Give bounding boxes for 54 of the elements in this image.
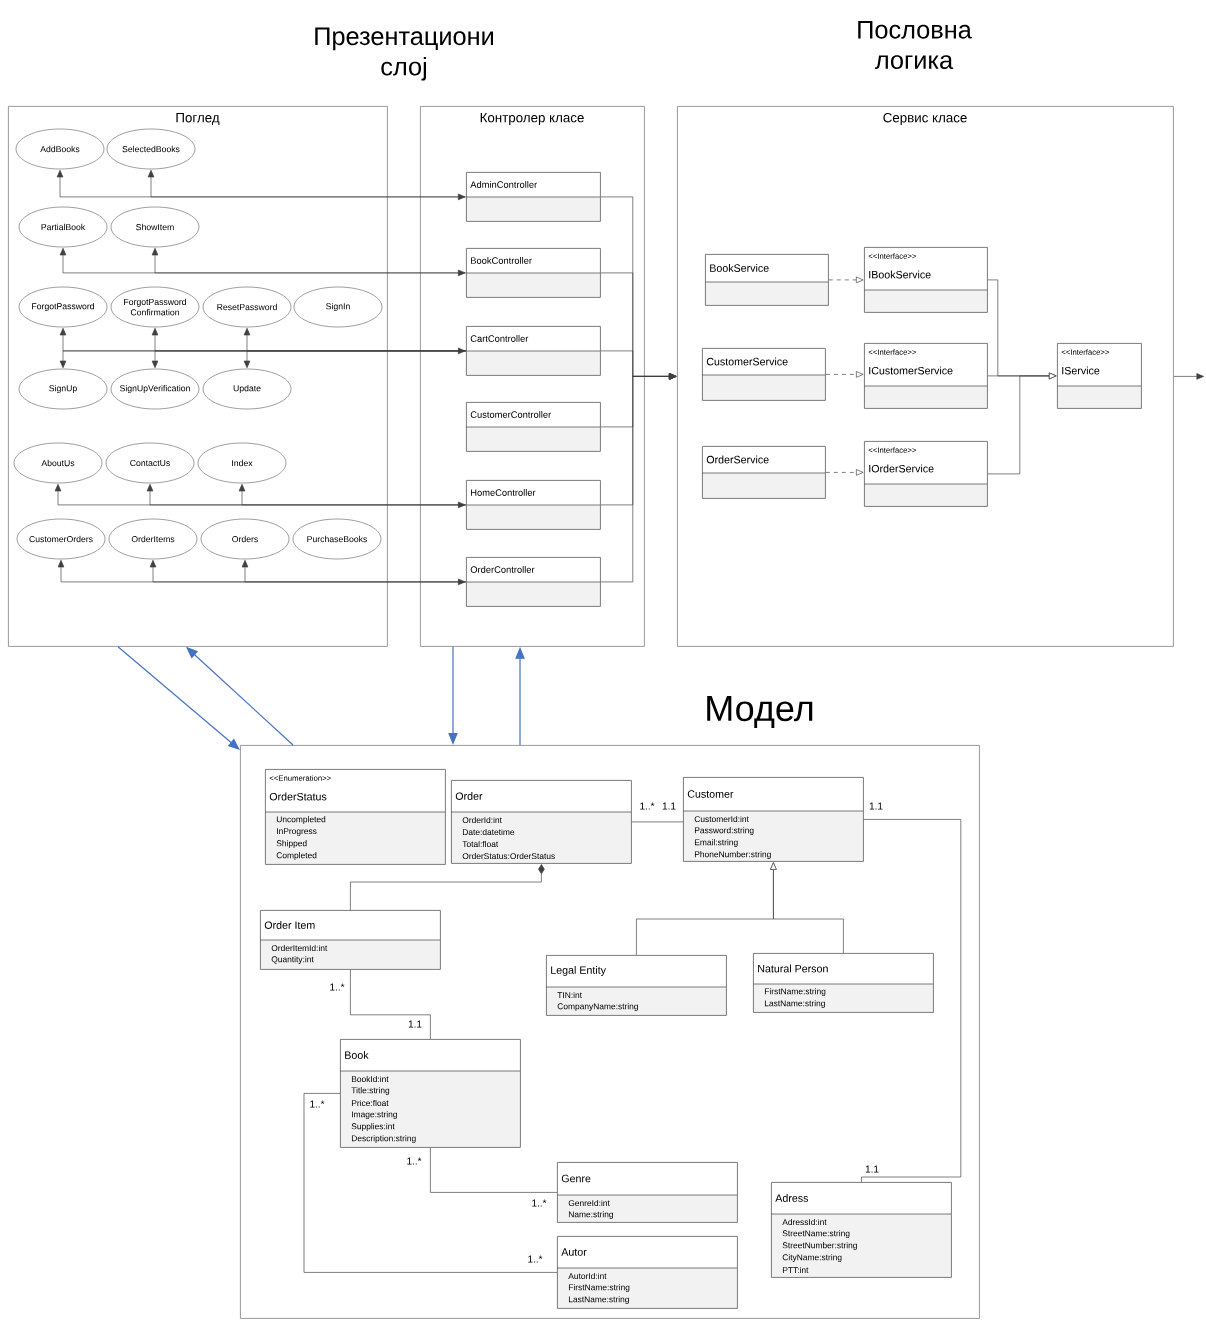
arrow — [243, 350, 467, 369]
multiplicity-label: 1..* — [532, 1199, 547, 1207]
class-box: OrderService — [701, 446, 826, 499]
multiplicity-label: 1..* — [640, 802, 655, 810]
arrow — [241, 559, 467, 583]
class-box: CustomerService — [701, 348, 826, 401]
arrow — [828, 276, 864, 284]
class-box: Genre GenreId:int Name:string — [556, 1162, 738, 1223]
arrow — [147, 169, 467, 198]
multiplicity-label: 1..* — [407, 1157, 422, 1165]
arrow — [59, 327, 466, 355]
arrow — [825, 371, 864, 378]
class-box: AdminController — [465, 172, 601, 222]
arrow — [1173, 373, 1204, 380]
node-label: Модел — [707, 696, 813, 728]
composition-connector — [350, 864, 545, 911]
class-box: Order Item OrderItemId:int Quantity:int — [259, 910, 441, 970]
heading: Презентациони слој — [315, 27, 493, 81]
heading: Пословна логика — [858, 20, 972, 70]
arrow — [151, 247, 467, 274]
multiplicity-label: 1.1 — [869, 802, 883, 810]
arrow — [238, 483, 467, 506]
class-box: CustomerController — [465, 402, 601, 452]
arrow — [54, 483, 466, 509]
arrow — [57, 559, 466, 586]
class-box: Book BookId:int Title:string Price:float Image:string Supplies:int Description:string — [339, 1039, 521, 1148]
class-box: Customer CustomerId:int Password:string Email:string PhoneNumber:string — [682, 777, 864, 862]
connector — [303, 1093, 558, 1273]
class-box: HomeController — [465, 480, 601, 530]
class-box: Natural Person FirstName:string LastName:string — [752, 953, 934, 1013]
connector — [861, 819, 962, 1183]
arrow — [770, 862, 844, 954]
class-box: OrderController — [465, 557, 601, 607]
multiplicity-label: 1.1 — [408, 1020, 422, 1028]
arrow — [600, 373, 677, 583]
connector — [430, 1147, 558, 1193]
class-box: Legal Entity TIN:int CompanyName:string — [545, 955, 727, 1016]
arrow — [117, 646, 240, 750]
class-box: BookController — [465, 248, 601, 298]
connector — [350, 969, 431, 1040]
multiplicity-label: 1.1 — [865, 1165, 879, 1173]
multiplicity-label: 1..* — [528, 1255, 543, 1263]
arrow — [987, 372, 1057, 475]
multiplicity-label: 1..* — [330, 983, 345, 991]
connector — [631, 821, 684, 823]
arrow — [59, 247, 466, 277]
arrow — [825, 469, 864, 476]
multiplicity-label: 1..* — [310, 1100, 325, 1108]
class-box: Order OrderId:int Date:datetime Total:float OrderStatus:OrderStatus — [450, 780, 632, 864]
arrow — [56, 169, 466, 201]
class-box: CartController — [465, 326, 601, 376]
class-box: Autor AutorId:int FirstName:string LastName:string — [556, 1236, 738, 1309]
class-box: Adress AdressId:int StreetName:string StreetNumber:string CityName:string PTT:int — [770, 1182, 952, 1278]
class-box: BookService — [704, 254, 829, 306]
